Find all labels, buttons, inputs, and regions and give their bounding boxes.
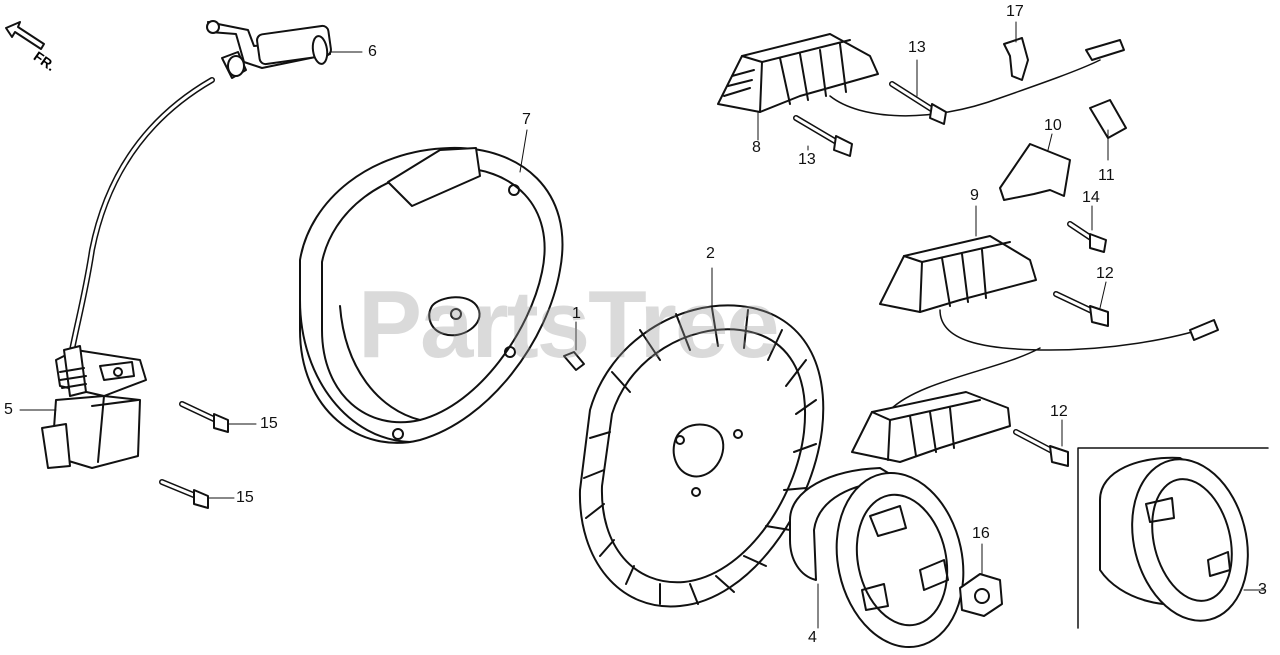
callout-12-lower: 12 bbox=[1050, 403, 1068, 420]
callout-1: 1 bbox=[572, 305, 581, 322]
callout-10: 10 bbox=[1044, 117, 1062, 134]
callout-13-lower: 13 bbox=[798, 151, 816, 168]
flange-nut-part bbox=[960, 574, 1002, 616]
coil-bracket-part bbox=[1000, 144, 1070, 200]
bolt-12-upper-part bbox=[1056, 294, 1108, 326]
bolt-13-lower-part bbox=[796, 118, 852, 156]
callout-11: 11 bbox=[1098, 167, 1115, 184]
lighting-coil-part bbox=[852, 392, 1010, 462]
callout-15-lower: 15 bbox=[236, 489, 254, 506]
callout-12-upper: 12 bbox=[1096, 265, 1114, 282]
front-direction-arrow-icon bbox=[6, 22, 44, 49]
callout-8: 8 bbox=[752, 139, 761, 156]
part-3-inset-frame bbox=[1078, 448, 1268, 628]
wire-clip-part bbox=[1004, 38, 1028, 80]
callout-3: 3 bbox=[1258, 581, 1267, 598]
callout-9: 9 bbox=[970, 187, 979, 204]
woodruff-key-part bbox=[564, 352, 584, 370]
starter-cup-part bbox=[1100, 447, 1264, 633]
spark-plug-cap-part bbox=[207, 21, 332, 78]
exciter-coil-part bbox=[718, 34, 1124, 116]
callout-6: 6 bbox=[368, 43, 377, 60]
callout-2: 2 bbox=[706, 245, 715, 262]
bolt-13-upper-part bbox=[892, 84, 946, 124]
flywheel-part bbox=[580, 305, 823, 606]
grommet-part bbox=[1090, 100, 1126, 138]
starter-pulley-part bbox=[790, 461, 979, 655]
parts-tree-watermark: PartsTree bbox=[358, 271, 780, 378]
callout-14: 14 bbox=[1082, 189, 1100, 206]
bolt-14-part bbox=[1070, 224, 1106, 252]
flywheel-cover-ring-part bbox=[300, 148, 562, 443]
callout-17: 17 bbox=[1006, 3, 1024, 20]
ignition-lead-wire bbox=[72, 80, 212, 350]
callout-15-upper: 15 bbox=[260, 415, 278, 432]
bolt-12-lower-part bbox=[1016, 432, 1068, 466]
callout-4: 4 bbox=[808, 629, 817, 646]
bolt-15-upper-part bbox=[182, 404, 228, 432]
leader-lines bbox=[20, 22, 1264, 628]
charge-coil-part bbox=[880, 236, 1218, 410]
callout-13-upper: 13 bbox=[908, 39, 926, 56]
callout-7: 7 bbox=[522, 111, 531, 128]
ignition-coil-part bbox=[42, 346, 146, 468]
callout-5: 5 bbox=[4, 401, 13, 418]
callout-16: 16 bbox=[972, 525, 990, 542]
bolt-15-lower-part bbox=[162, 482, 208, 508]
